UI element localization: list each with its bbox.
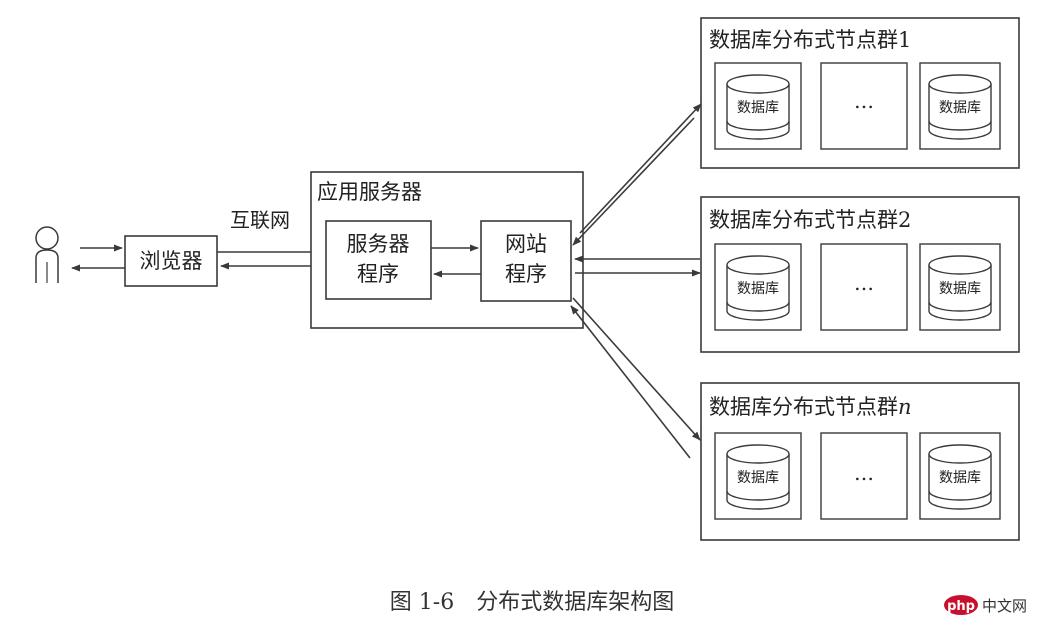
ellipsis-label: … (854, 89, 874, 113)
database-label: 数据库 (939, 281, 981, 297)
database-icon (726, 74, 790, 140)
server-program-box (325, 220, 432, 300)
node-box-middle (820, 62, 908, 150)
website-program-label-line2: 程序 (505, 262, 547, 286)
db-cluster-1: 数据库分布式节点群1 数据库 … 数据库 (700, 17, 1020, 169)
cluster-title: 数据库分布式节点群1 (709, 28, 911, 52)
server-program-label-line2: 程序 (357, 262, 399, 286)
cluster-title-suffix: n (898, 395, 912, 419)
internet-label: 互联网 (230, 208, 290, 232)
ellipsis-label: … (854, 461, 874, 485)
user-icon (35, 226, 59, 283)
cluster-title: 数据库分布式节点群2 (709, 208, 911, 232)
website-program-box (480, 220, 572, 302)
arrow-website-to-cluster1 (579, 103, 702, 234)
database-icon (726, 255, 790, 321)
arrow-cluster1-to-website (572, 117, 695, 246)
database-label: 数据库 (737, 100, 779, 116)
watermark-site-text: 中文网 (982, 597, 1027, 615)
node-box-middle (820, 432, 908, 520)
website-program-label-line1: 网站 (505, 232, 547, 256)
database-icon (928, 74, 992, 140)
app-server-title: 应用服务器 (317, 180, 422, 204)
database-label: 数据库 (737, 470, 779, 486)
php-watermark-logo: php 中文网 (944, 595, 1027, 615)
ellipsis-label: … (854, 271, 874, 295)
cluster-title: 数据库分布式节点群n (709, 395, 912, 419)
watermark-logo-text: php (947, 599, 975, 614)
server-program-label-line1: 服务器 (347, 232, 410, 256)
cluster-title-main: 数据库分布式节点群 (709, 395, 898, 419)
db-cluster-2: 数据库分布式节点群2 数据库 … 数据库 (700, 196, 1020, 353)
database-label: 数据库 (939, 470, 981, 486)
database-label: 数据库 (939, 100, 981, 116)
database-icon (928, 444, 992, 510)
database-icon (726, 444, 790, 510)
arrow-website-to-clustern (572, 297, 701, 441)
browser-label: 浏览器 (140, 249, 203, 273)
db-cluster-n: 数据库分布式节点群n 数据库 … 数据库 (700, 382, 1020, 541)
database-label: 数据库 (737, 281, 779, 297)
browser-box (124, 235, 218, 287)
figure-caption: 图 1-6 分布式数据库架构图 (390, 590, 674, 615)
arrow-clustern-to-website (570, 305, 691, 459)
database-icon (928, 255, 992, 321)
node-box-middle (820, 243, 908, 331)
